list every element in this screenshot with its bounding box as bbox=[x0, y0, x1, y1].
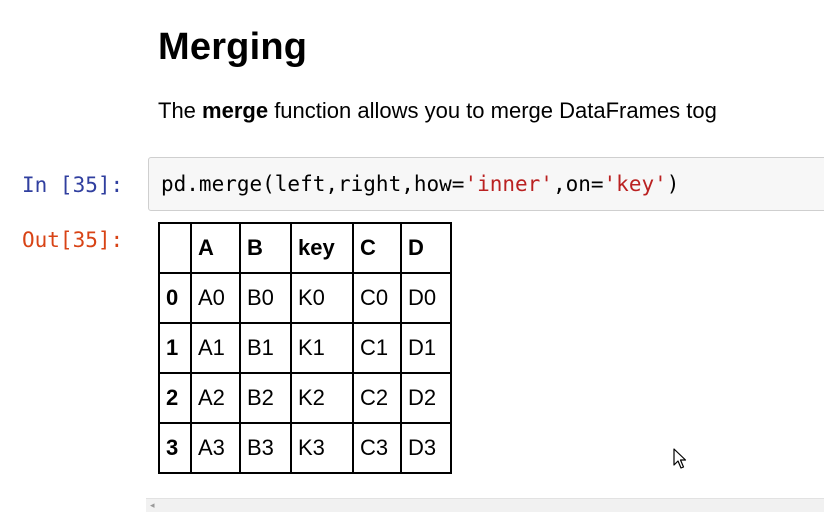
table-cell: A1 bbox=[190, 322, 241, 374]
table-cell: D0 bbox=[400, 272, 452, 324]
code-token: ) bbox=[666, 172, 680, 196]
mouse-pointer-icon bbox=[673, 448, 687, 469]
horizontal-scrollbar[interactable]: ◂ bbox=[146, 498, 824, 512]
table-cell: B2 bbox=[239, 372, 292, 424]
table-cell: C1 bbox=[352, 322, 402, 374]
description-text-start: The bbox=[158, 98, 203, 123]
table-cell: D2 bbox=[400, 372, 452, 424]
table-cell: K2 bbox=[290, 372, 354, 424]
description-bold-term: merge bbox=[202, 98, 269, 123]
row-index: 3 bbox=[158, 422, 192, 474]
code-line[interactable]: pd.merge(left,right,how='inner',on='key'… bbox=[161, 170, 679, 198]
description-text-end: function allows you to merge DataFrames … bbox=[268, 98, 717, 123]
table-cell: B0 bbox=[239, 272, 292, 324]
column-header: B bbox=[239, 222, 292, 274]
code-token: ,on= bbox=[552, 172, 604, 196]
dataframe-table: A B key C D 0 A0 B0 K0 C0 D0 1 A1 B1 K1 … bbox=[158, 222, 452, 474]
code-string-token: 'inner' bbox=[464, 172, 553, 196]
code-string-token: 'key' bbox=[603, 172, 667, 196]
table-row: 0 A0 B0 K0 C0 D0 bbox=[158, 272, 452, 324]
description-paragraph: The merge function allows you to merge D… bbox=[158, 96, 717, 126]
table-row: 3 A3 B3 K3 C3 D3 bbox=[158, 422, 452, 474]
column-header: A bbox=[190, 222, 241, 274]
table-cell: K0 bbox=[290, 272, 354, 324]
table-row: 2 A2 B2 K2 C2 D2 bbox=[158, 372, 452, 424]
column-header: key bbox=[290, 222, 354, 274]
output-prompt: Out[35]: bbox=[22, 228, 124, 252]
index-corner-header bbox=[158, 222, 192, 274]
table-cell: A0 bbox=[190, 272, 241, 324]
section-heading: Merging bbox=[158, 26, 308, 68]
table-cell: K1 bbox=[290, 322, 354, 374]
code-input-area[interactable]: pd.merge(left,right,how='inner',on='key'… bbox=[148, 157, 824, 211]
table-cell: C3 bbox=[352, 422, 402, 474]
table-cell: C0 bbox=[352, 272, 402, 324]
row-index: 0 bbox=[158, 272, 192, 324]
table-cell: B3 bbox=[239, 422, 292, 474]
table-header-row: A B key C D bbox=[158, 222, 452, 274]
table-cell: K3 bbox=[290, 422, 354, 474]
row-index: 2 bbox=[158, 372, 192, 424]
column-header: D bbox=[400, 222, 452, 274]
table-cell: B1 bbox=[239, 322, 292, 374]
code-token: pd.merge(left,right,how= bbox=[161, 172, 465, 196]
table-cell: D1 bbox=[400, 322, 452, 374]
table-cell: A3 bbox=[190, 422, 241, 474]
table-cell: C2 bbox=[352, 372, 402, 424]
scroll-left-icon[interactable]: ◂ bbox=[150, 500, 155, 510]
input-prompt: In [35]: bbox=[22, 173, 124, 197]
table-row: 1 A1 B1 K1 C1 D1 bbox=[158, 322, 452, 374]
row-index: 1 bbox=[158, 322, 192, 374]
column-header: C bbox=[352, 222, 402, 274]
table-cell: A2 bbox=[190, 372, 241, 424]
table-cell: D3 bbox=[400, 422, 452, 474]
